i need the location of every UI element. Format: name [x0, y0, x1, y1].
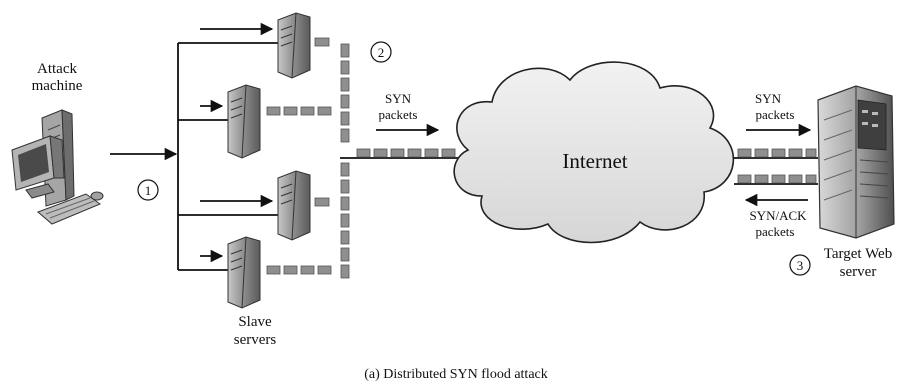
- figure-caption: (a) Distributed SYN flood attack: [364, 367, 548, 382]
- command-arrows: [200, 22, 274, 263]
- aggregated-packet-column: [340, 43, 350, 279]
- target-label-line2: server: [840, 264, 877, 280]
- target-web-server: Target Web server: [817, 85, 895, 280]
- step-3-marker: 3: [789, 254, 811, 276]
- internet-cloud: Internet: [453, 61, 735, 244]
- slave-server-3: [277, 170, 311, 241]
- desktop-computer-icon: [11, 109, 104, 225]
- syn-packets-in-label-line2: packets: [756, 107, 795, 122]
- attack-machine: Attack machine: [11, 61, 104, 225]
- synack-packets-label-line1: SYN/ACK: [749, 208, 807, 223]
- command-distribution-lines: [177, 42, 282, 271]
- syn-packet-stream-out: [356, 148, 456, 158]
- attack-machine-label-line1: Attack: [37, 61, 77, 77]
- slave-server-4: [227, 236, 261, 309]
- slave-packet-rows: [266, 37, 332, 275]
- slave-server-2: [227, 84, 261, 159]
- slave-servers-label-line2: servers: [234, 332, 277, 348]
- server-tower-icon: [277, 170, 311, 241]
- syn-packets-out-label-line1: SYN: [385, 91, 412, 106]
- syn-packet-stream-in: [734, 148, 818, 159]
- slave-servers-label-line1: Slave: [238, 314, 272, 330]
- synack-packet-stream: [734, 174, 818, 185]
- synack-packets-label-line2: packets: [756, 224, 795, 239]
- attack-machine-label-line2: machine: [32, 78, 83, 94]
- server-rack-icon: [817, 85, 895, 239]
- server-tower-icon: [277, 12, 311, 79]
- step-2-marker: 2: [370, 41, 392, 63]
- syn-packets-in-label-line1: SYN: [755, 91, 782, 106]
- step-1-number: 1: [145, 183, 152, 198]
- step-3-number: 3: [797, 258, 804, 273]
- step-2-number: 2: [378, 45, 385, 60]
- internet-label: Internet: [562, 149, 627, 173]
- server-tower-icon: [227, 84, 261, 159]
- target-label-line1: Target Web: [824, 246, 892, 262]
- syn-packets-out-label-line2: packets: [379, 107, 418, 122]
- step-1-marker: 1: [137, 179, 159, 201]
- slave-server-1: [277, 12, 311, 79]
- server-tower-icon: [227, 236, 261, 309]
